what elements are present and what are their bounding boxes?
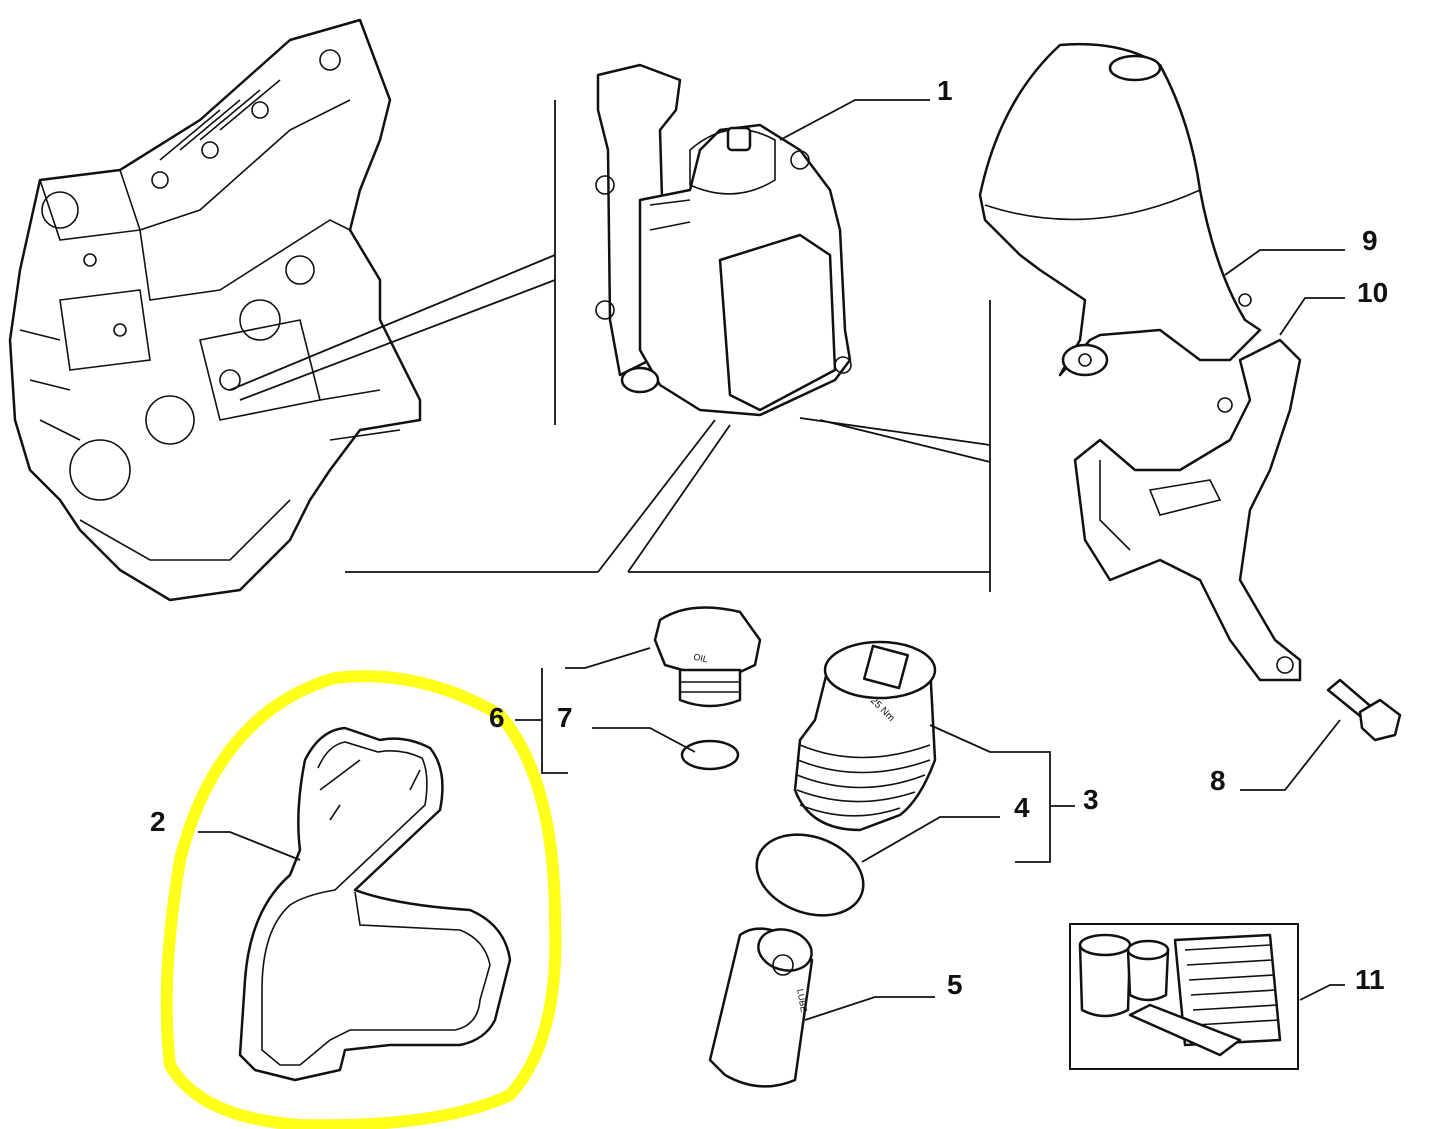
gasket-seal [238,726,512,1082]
cartridge-text: LUBE [795,988,809,1013]
cap-text: OIL [693,652,709,665]
callout-3: 3 [1083,784,1099,815]
mounting-bracket [1073,338,1302,682]
oil-filler-cap: OIL [653,606,762,771]
callout-1: 1 [937,75,953,106]
callout-9: 9 [1362,225,1378,256]
oil-filter-housing [595,63,852,417]
heat-shield-cover [978,42,1262,377]
callout-leaders [198,99,1345,1021]
engine-block-illustration [8,18,422,602]
highlight-circle [160,670,562,1129]
filter-kit [1069,923,1299,1070]
callout-2: 2 [150,806,166,837]
callout-4: 4 [1014,792,1030,823]
oil-filter-cap: 25 Nm [755,640,937,917]
callout-6: 6 [489,702,505,733]
callout-5: 5 [947,969,963,1000]
callout-7: 7 [557,702,573,733]
callout-11: 11 [1355,964,1385,995]
flange-bolt [1326,678,1402,742]
callout-10: 10 [1357,277,1389,308]
oil-filter-cartridge: LUBE [708,927,814,1088]
engine-leaders [229,100,991,592]
callout-8: 8 [1210,765,1226,796]
